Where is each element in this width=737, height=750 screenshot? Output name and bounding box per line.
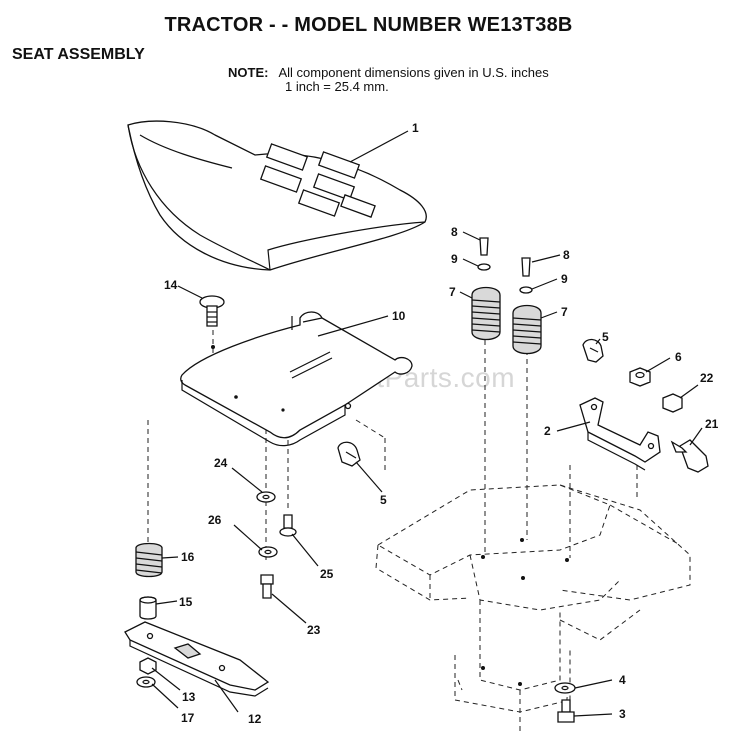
leader-lines	[151, 130, 703, 717]
hex-nut[interactable]	[629, 367, 651, 387]
note-line-1: All component dimensions given in U.S. i…	[278, 65, 549, 80]
seat-springs[interactable]	[471, 237, 542, 355]
flange-nut[interactable]	[662, 393, 683, 413]
callout-12: 12	[248, 712, 262, 726]
callout-21: 21	[705, 417, 719, 431]
callout-17: 17	[181, 711, 195, 725]
note-block: NOTE: All component dimensions given in U…	[228, 66, 549, 94]
callout-2: 2	[544, 424, 551, 438]
callout-7-right: 7	[561, 305, 568, 319]
seat-clip-right[interactable]	[582, 338, 604, 363]
bolt-3[interactable]	[557, 699, 575, 723]
note-label: NOTE:	[228, 65, 269, 80]
section-subtitle: SEAT ASSEMBLY	[12, 46, 145, 63]
callout-1: 1	[412, 121, 419, 135]
seat-pan[interactable]	[180, 311, 413, 447]
seat-clip-left[interactable]	[337, 441, 361, 467]
carriage-bolt[interactable]	[199, 295, 225, 327]
callout-7-left: 7	[449, 285, 456, 299]
assembly-guide-lines	[147, 330, 638, 721]
washer-4[interactable]	[554, 682, 576, 694]
callout-13: 13	[182, 690, 196, 704]
callout-16: 16	[181, 550, 195, 564]
callout-6: 6	[675, 350, 682, 364]
callout-8-right: 8	[563, 248, 570, 262]
seat-bracket[interactable]	[579, 397, 661, 471]
callout-labels: 1 10 14 8 9 7 8 9 7 5 6 22 2 21 5 24 26 …	[164, 121, 719, 726]
spacer-15[interactable]	[139, 596, 157, 620]
washer-24[interactable]	[256, 491, 276, 503]
callout-9-left: 9	[451, 252, 458, 266]
note-line-2: 1 inch = 25.4 mm.	[285, 79, 389, 94]
callout-23: 23	[307, 623, 321, 637]
mounting-plate[interactable]	[124, 621, 270, 697]
callout-5-left: 5	[380, 493, 387, 507]
tractor-frame	[375, 484, 691, 735]
callout-24: 24	[214, 456, 228, 470]
nut-13[interactable]	[139, 657, 157, 675]
spring-16[interactable]	[135, 542, 163, 578]
washer-17[interactable]	[136, 676, 156, 688]
callout-15: 15	[179, 595, 193, 609]
diagram-title: TRACTOR - - MODEL NUMBER WE13T38B	[164, 14, 573, 36]
seat[interactable]	[127, 120, 427, 271]
callout-26: 26	[208, 513, 222, 527]
callout-25: 25	[320, 567, 334, 581]
callout-9-right: 9	[561, 272, 568, 286]
callout-14: 14	[164, 278, 178, 292]
bolt-23[interactable]	[260, 574, 274, 599]
callout-5-right: 5	[602, 330, 609, 344]
shoulder-bolt[interactable]	[670, 439, 709, 473]
bolt-25[interactable]	[279, 514, 297, 537]
callout-8-left: 8	[451, 225, 458, 239]
callout-22: 22	[700, 371, 714, 385]
callout-4: 4	[619, 673, 626, 687]
callout-10: 10	[392, 309, 406, 323]
callout-3: 3	[619, 707, 626, 721]
washer-26[interactable]	[258, 546, 278, 558]
